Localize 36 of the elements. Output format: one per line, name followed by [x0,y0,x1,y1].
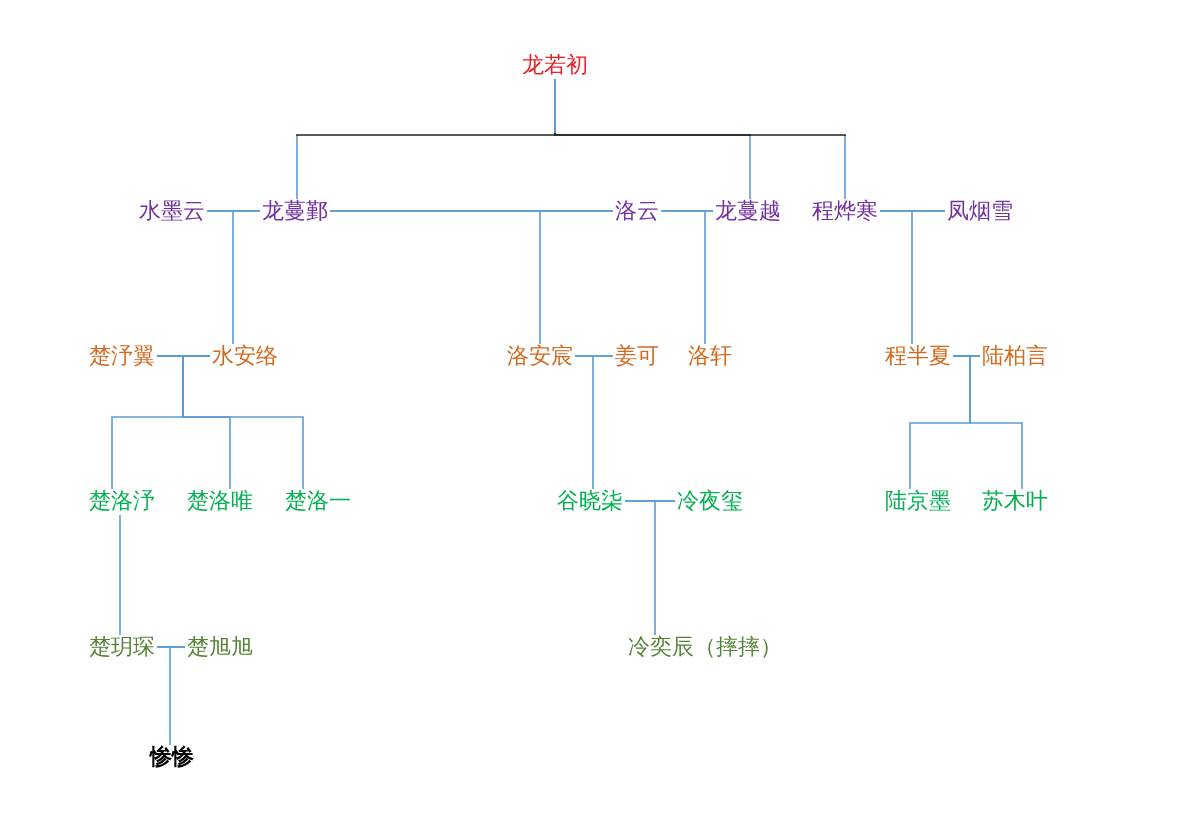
connector-line [952,355,1023,490]
name-label: 洛安宸 [507,343,573,369]
name-label: 龙蔓鄞 [262,198,328,224]
connector-line [156,355,304,490]
name-label: 水墨云 [139,198,205,224]
name-label: 楚汿翼 [89,343,155,369]
connector-line [329,210,614,345]
connector-line [574,355,614,490]
name-label: 龙蔓越 [715,198,781,224]
name-label: 洛云 [615,198,659,224]
name-label: 谷晓柒 [557,488,623,514]
name-label: 楚旭旭 [187,634,253,660]
name-label: 程半夏 [885,343,951,369]
name-label: 楚玥琛 [89,634,155,660]
name-label: 龙若初 [522,52,588,78]
name-label: 凤烟雪 [947,198,1013,224]
name-label: 洛轩 [688,343,732,369]
name-label: 楚洛一 [285,488,351,514]
name-label: 陆柏言 [982,343,1048,369]
name-label: 苏木叶 [982,488,1048,514]
connector-line [624,500,676,636]
name-label: 冷奕辰（摔摔） [628,634,782,660]
connector-line [660,210,714,345]
name-label: 程烨寒 [812,198,878,224]
connector-line [206,210,261,345]
name-label: 水安络 [212,343,278,369]
name-label: 楚洛汿 [89,488,155,514]
name-label: 陆京墨 [885,488,951,514]
name-label: 楚洛唯 [187,488,253,514]
connector-line [879,210,946,345]
name-label: 惨惨 [150,744,194,770]
connector-line [554,78,846,200]
connector-line [119,514,121,636]
name-label: 冷夜玺 [677,488,743,514]
name-label: 姜可 [615,343,659,369]
connector-line [156,646,186,746]
